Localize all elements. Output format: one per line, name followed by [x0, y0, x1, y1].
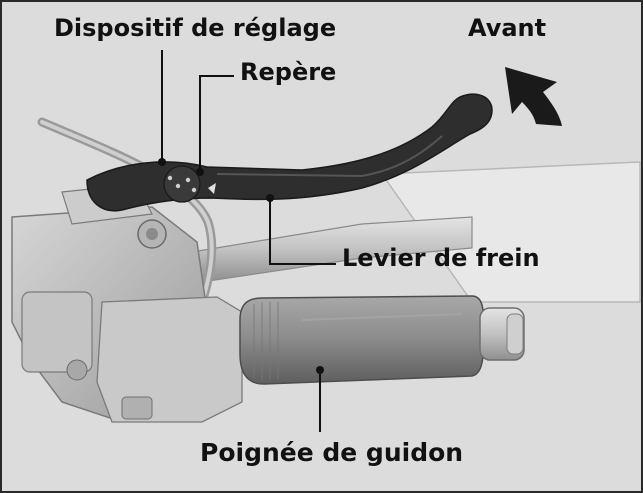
clamp [21, 291, 93, 373]
label-mark: Repère [240, 58, 337, 86]
switch-housing [96, 296, 243, 423]
leader-lines [161, 50, 336, 432]
label-front: Avant [468, 14, 547, 42]
handlebar-grip-shape [239, 295, 485, 385]
reference-mark [208, 183, 216, 194]
label-handlebar-grip: Poignée de guidon [200, 438, 464, 467]
adjuster-dial [163, 165, 201, 203]
label-brake-lever: Levier de frein [342, 244, 540, 272]
label-adjuster: Dispositif de réglage [54, 14, 337, 42]
leader-dots [158, 158, 324, 374]
leader-lever [269, 198, 336, 265]
cowling-panel [380, 161, 641, 303]
leader-mark [199, 75, 234, 170]
front-arrow-icon [505, 67, 562, 126]
grip-texture [253, 302, 279, 380]
